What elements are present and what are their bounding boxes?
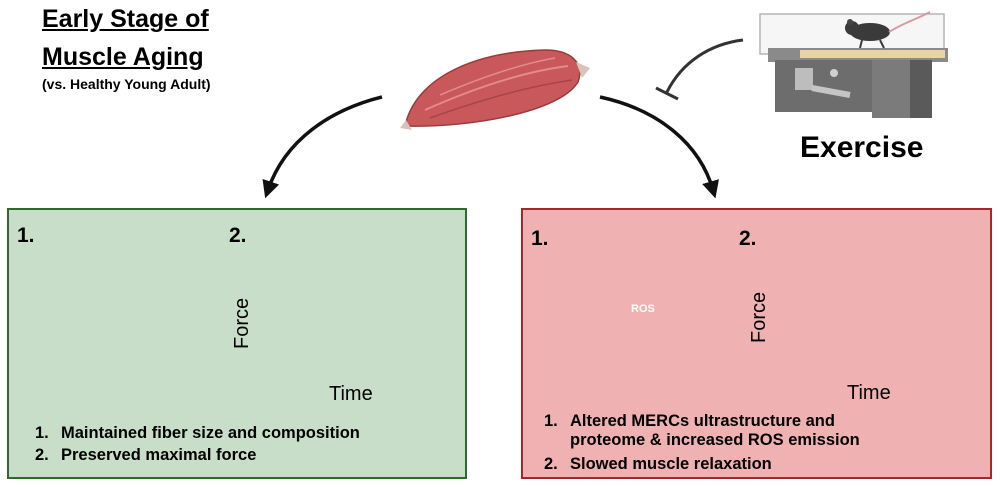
green-graph-xlabel: Time (329, 383, 373, 405)
arrow-to-red-panel (599, 95, 719, 199)
finding-text: Maintained fiber size and composition (61, 424, 360, 442)
inhibition-arrow (665, 38, 744, 93)
impaired-function-panel (521, 208, 992, 479)
finding-number: 1. (35, 424, 49, 442)
finding-number: 2. (544, 455, 558, 473)
figure-title: Early Stage of Muscle Aging (42, 0, 209, 76)
finding-text-line-2: proteome & increased ROS emission (570, 431, 860, 449)
green-finding-2: 2. Preserved maximal force (35, 446, 256, 465)
finding-number: 1. (544, 412, 558, 430)
green-finding-1: 1. Maintained fiber size and composition (35, 424, 360, 443)
finding-text-line-1: Altered MERCs ultrastructure and (570, 412, 835, 430)
green-panel-number-2: 2. (229, 224, 247, 247)
green-panel-number-1: 1. (17, 224, 35, 247)
green-graph-ylabel: Force (231, 297, 253, 349)
figure-subtitle: (vs. Healthy Young Adult) (42, 76, 211, 92)
red-finding-1: 1. Altered MERCs ultrastructure and prote… (544, 412, 860, 450)
title-line-2: Muscle Aging (42, 43, 204, 71)
title-line-1: Early Stage of (42, 5, 209, 33)
red-panel-number-1: 1. (531, 227, 549, 250)
muscle-icon (400, 49, 590, 130)
red-panel-number-2: 2. (739, 227, 757, 250)
preserved-function-panel (7, 208, 467, 479)
red-finding-2: 2. Slowed muscle relaxation (544, 455, 772, 474)
finding-text: Preserved maximal force (61, 446, 257, 464)
ros-label: ROS (631, 303, 655, 315)
mouse-treadmill-icon (759, 11, 948, 118)
exercise-label: Exercise (800, 131, 924, 164)
red-graph-ylabel: Force (748, 291, 770, 343)
finding-text: Slowed muscle relaxation (570, 455, 772, 473)
red-graph-xlabel: Time (847, 382, 891, 404)
arrow-to-green-panel (262, 95, 383, 199)
finding-number: 2. (35, 446, 49, 464)
